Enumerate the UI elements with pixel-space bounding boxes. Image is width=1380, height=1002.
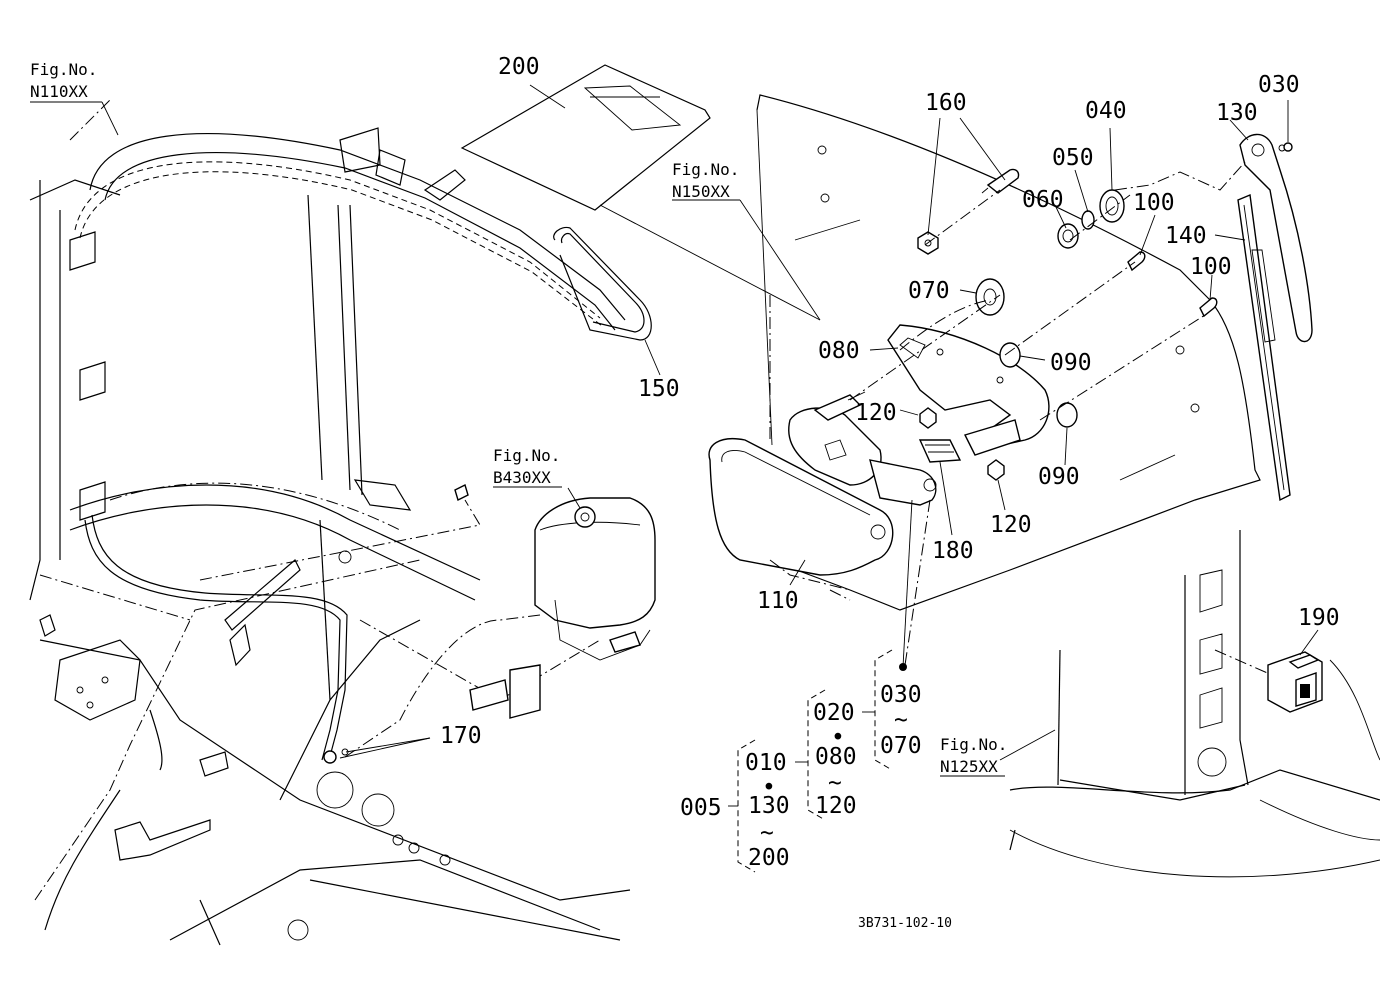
assembly-range-labels: 030 ~ 070 020 • 080 ~ 120 010 • 130 ~ 20… (680, 682, 922, 871)
part-050: 050 (1052, 145, 1094, 171)
ref-b430-line1: Fig.No. (493, 446, 560, 465)
range-020-from: 020 (813, 700, 855, 726)
part-120-upper: 120 (855, 400, 897, 426)
ref-n150-line2: N150XX (672, 182, 730, 201)
leader-lines (30, 84, 1319, 777)
part-060: 060 (1022, 187, 1064, 213)
part-120-lower: 120 (990, 512, 1032, 538)
ref-n110-line2: N110XX (30, 82, 88, 101)
ref-n150-line1: Fig.No. (672, 160, 739, 179)
part-160: 160 (925, 90, 967, 116)
part-070: 070 (908, 278, 950, 304)
range-010-to: 200 (748, 845, 790, 871)
range-010-mid: 130 (748, 793, 790, 819)
part-200: 200 (498, 54, 540, 80)
ref-n110-line1: Fig.No. (30, 60, 97, 79)
range-030-to: 070 (880, 733, 922, 759)
drawing-code: 3B731-102-10 (858, 916, 952, 931)
wiper-switch-190 (1267, 651, 1323, 713)
range-010-dot: • (762, 775, 776, 801)
washer-tank (469, 497, 656, 719)
range-030-from: 030 (880, 682, 922, 708)
assembly-lines (769, 161, 1246, 666)
range-020-dot: • (831, 725, 845, 751)
part-170: 170 (440, 723, 482, 749)
wiper-blade-140 (1237, 194, 1291, 502)
ref-n125-line1: Fig.No. (940, 735, 1007, 754)
part-030: 030 (1258, 72, 1300, 98)
range-010-from: 010 (745, 750, 787, 776)
part-150: 150 (638, 376, 680, 402)
range-020-mid: 080 (815, 744, 857, 770)
part-number-labels: 200 150 170 160 040 050 060 070 080 090 … (440, 54, 1340, 749)
range-030-tilde: ~ (894, 707, 908, 733)
part-090-upper: 090 (1050, 350, 1092, 376)
part-140: 140 (1165, 223, 1207, 249)
washer-hose-150 (553, 226, 652, 341)
ref-n125-line2: N125XX (940, 757, 998, 776)
ref-b430-line2: B430XX (493, 468, 551, 487)
small-hardware (323, 142, 1293, 764)
range-020-tilde: ~ (828, 770, 842, 796)
part-100-lower: 100 (1190, 254, 1232, 280)
motor-bracket-080 (887, 324, 1050, 456)
part-130: 130 (1216, 100, 1258, 126)
part-190: 190 (1298, 605, 1340, 631)
range-010-tilde: ~ (760, 820, 774, 846)
wiper-motor (788, 391, 962, 506)
part-180: 180 (932, 538, 974, 564)
range-020-to: 120 (815, 793, 857, 819)
front-pillar (1009, 530, 1380, 878)
roof-decal-sheet (460, 64, 711, 211)
motor-cover-110 (708, 438, 894, 576)
part-100-upper: 100 (1133, 190, 1175, 216)
part-040: 040 (1085, 98, 1127, 124)
range-root-005: 005 (680, 795, 722, 821)
figure-references: Fig.No. N110XX Fig.No. N150XX Fig.No. B4… (30, 60, 1007, 776)
cab-frame (29, 99, 631, 946)
part-080: 080 (818, 338, 860, 364)
range-brackets (728, 499, 913, 873)
part-110: 110 (757, 588, 799, 614)
part-090-lower: 090 (1038, 464, 1080, 490)
